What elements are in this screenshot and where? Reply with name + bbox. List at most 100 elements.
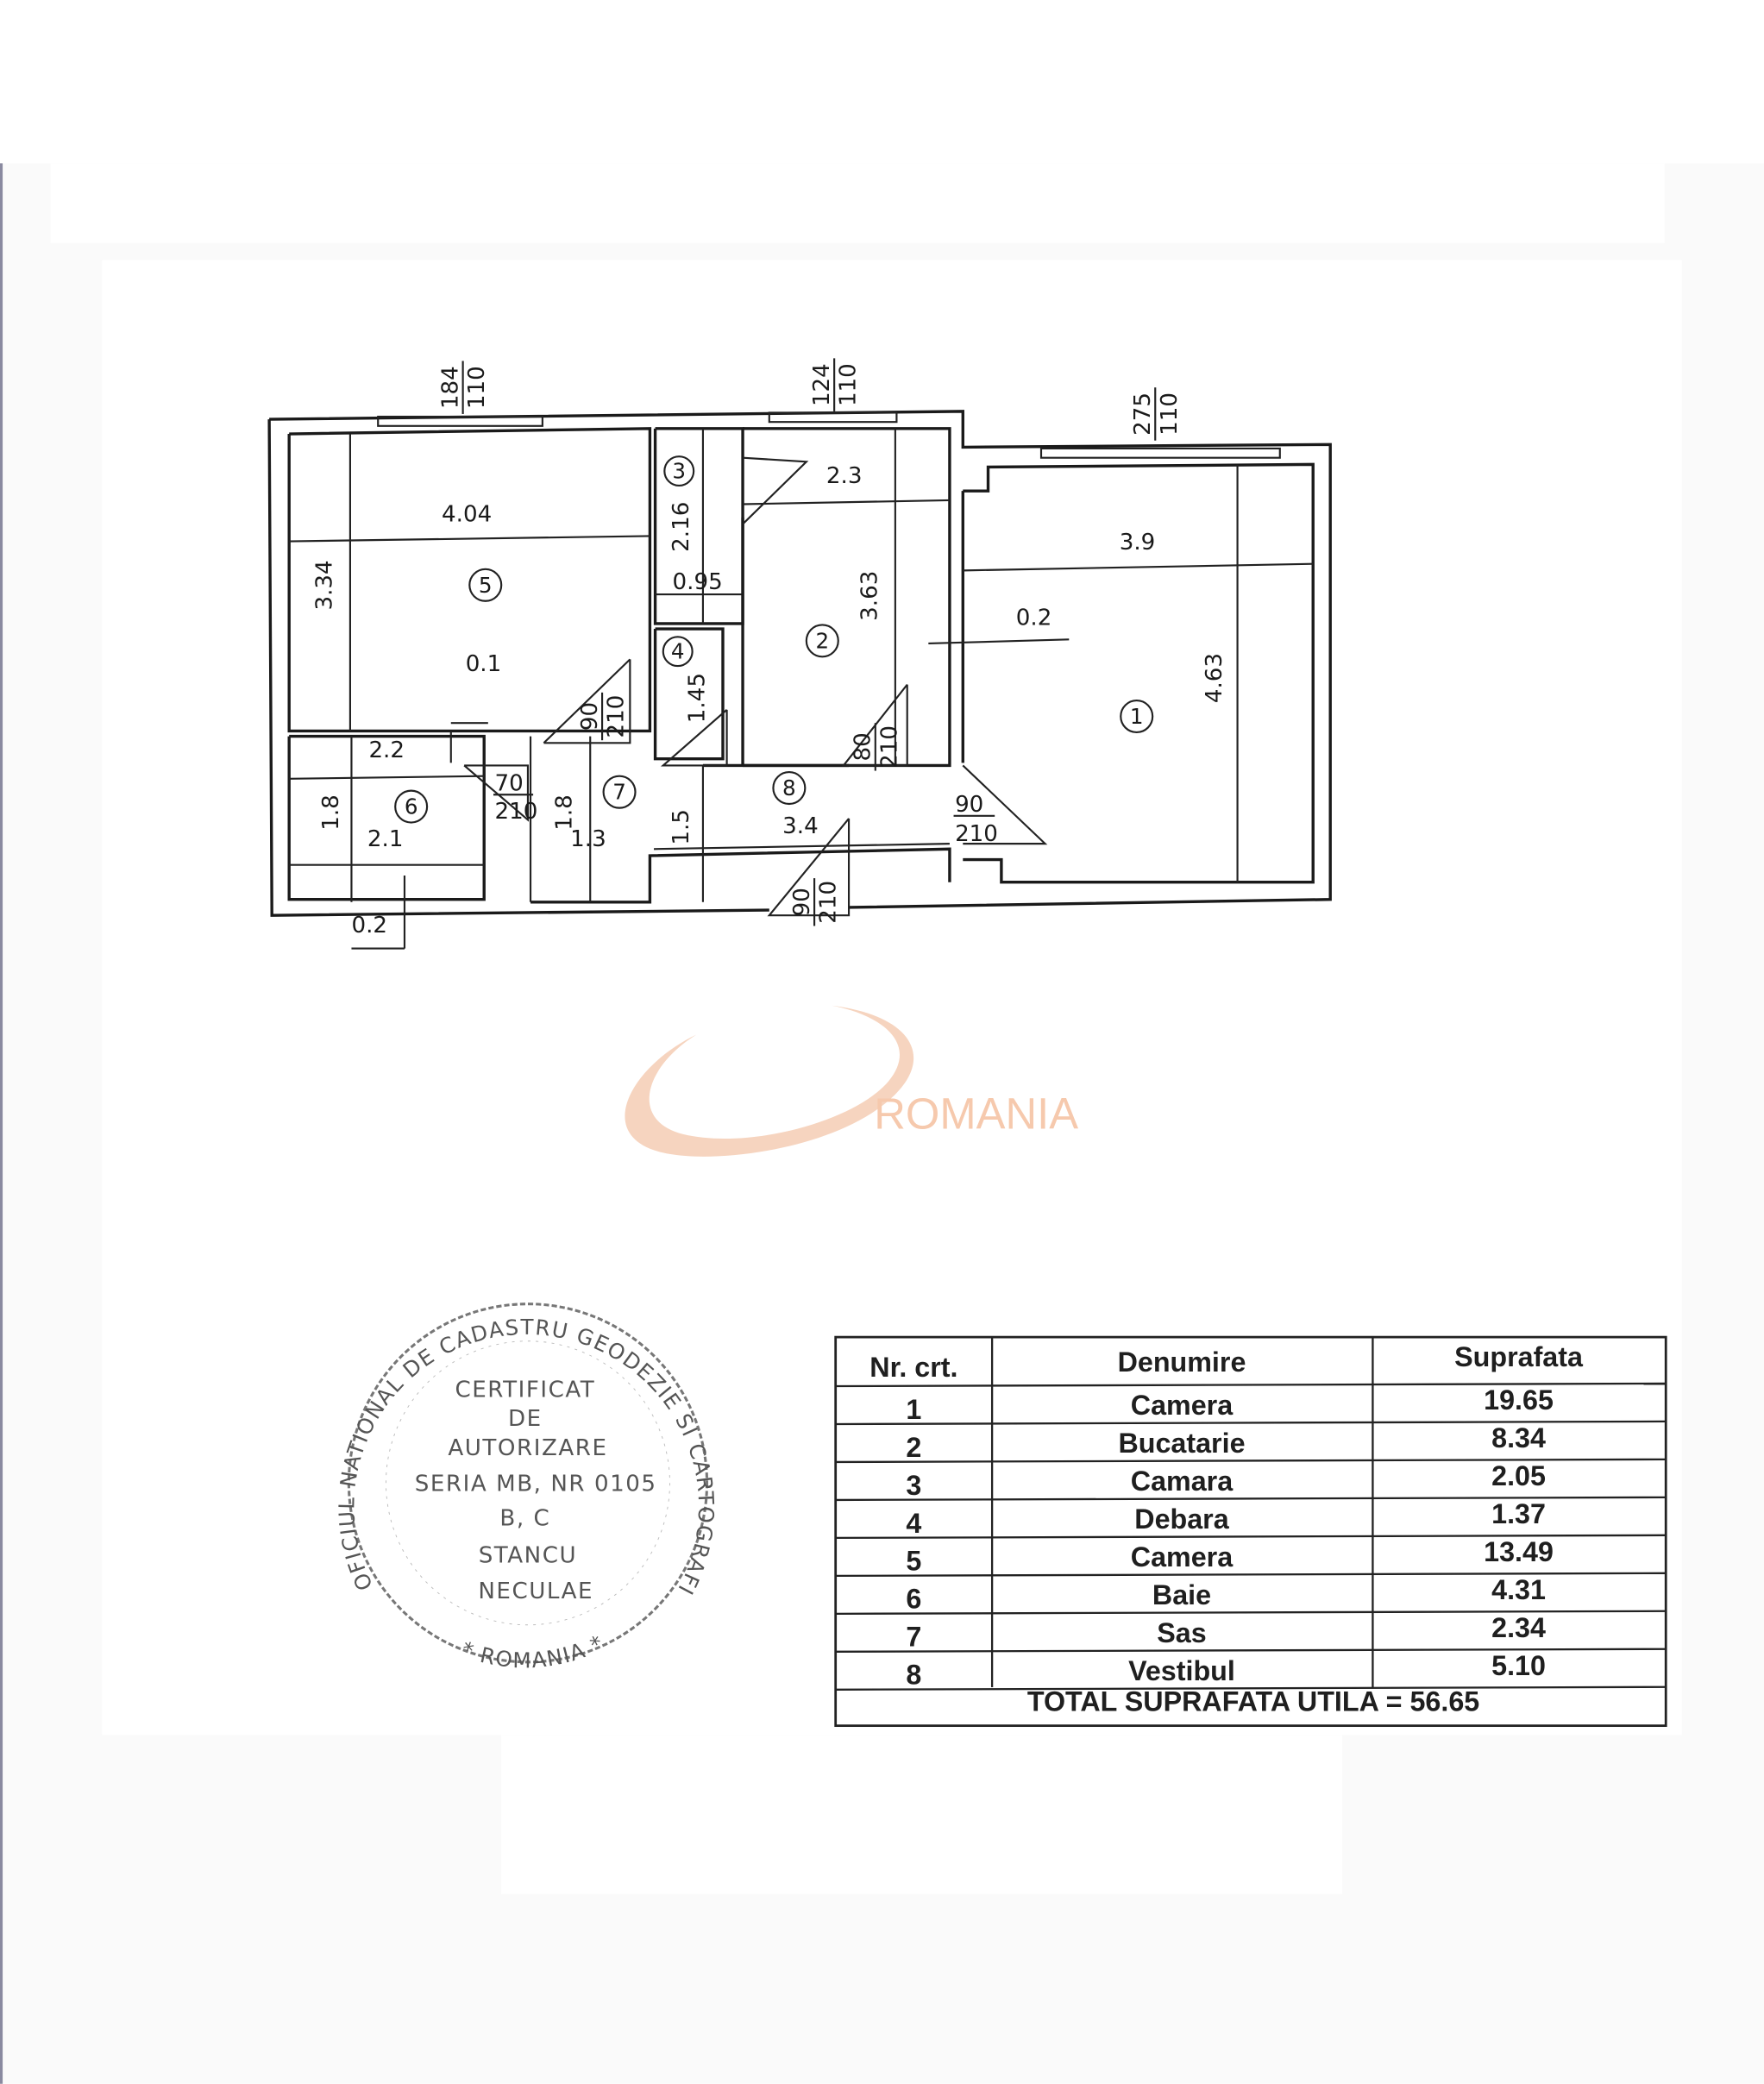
- table-row: 6 Baie 4.31: [906, 1574, 1546, 1615]
- svg-text:7: 7: [612, 780, 626, 805]
- table-row: 7 Sas 2.34: [906, 1612, 1546, 1653]
- table-cell-nr: 6: [906, 1584, 921, 1615]
- svg-text:1: 1: [1130, 704, 1144, 729]
- svg-text:210: 210: [816, 881, 842, 924]
- dim-r1-depth: 4.63: [1202, 653, 1227, 703]
- table-cell-area: 2.34: [1491, 1612, 1546, 1643]
- watermark-logo: ROMANIA: [625, 1005, 1078, 1157]
- svg-text:210: 210: [604, 695, 630, 738]
- svg-text:80: 80: [851, 732, 876, 761]
- scan-footer-strip: [501, 1735, 1343, 1894]
- table-row: 8 Vestibul 5.10: [906, 1650, 1546, 1691]
- door-label-1: 90 210: [577, 692, 630, 741]
- stamp-line-7: NECULAE: [478, 1579, 593, 1604]
- table-cell-area: 4.31: [1491, 1574, 1546, 1605]
- table-cell-nr: 4: [906, 1508, 921, 1539]
- dim-r5-offset: 0.1: [466, 651, 502, 677]
- svg-text:275: 275: [1130, 392, 1156, 436]
- dimension-lines: [289, 434, 1314, 950]
- room-number-7: 7: [602, 775, 637, 809]
- table-cell-name: Camera: [1131, 1541, 1234, 1572]
- table-cell-nr: 7: [906, 1622, 921, 1653]
- table-cell-name: Vestibul: [1128, 1655, 1235, 1686]
- svg-text:90: 90: [577, 702, 603, 731]
- svg-text:4: 4: [671, 639, 685, 664]
- scan-left-edge: [0, 163, 3, 2084]
- table-row: 3 Camara 2.05: [906, 1460, 1546, 1501]
- table-cell-area: 13.49: [1484, 1536, 1554, 1567]
- svg-text:110: 110: [464, 366, 490, 409]
- table-row-divider: [835, 1420, 1667, 1426]
- table-cell-area: 19.65: [1484, 1384, 1554, 1415]
- door-label-4: 90 210: [953, 792, 998, 847]
- dim-r3-width: 0.95: [673, 569, 723, 595]
- table-cell-name: Camara: [1131, 1466, 1234, 1497]
- window-label-1: 184 110: [437, 361, 490, 414]
- dim-r7-width: 1.3: [570, 826, 606, 852]
- table-cell-area: 1.37: [1491, 1498, 1546, 1529]
- dim-r4-depth: 1.45: [684, 673, 710, 723]
- table-cell-nr: 3: [906, 1470, 921, 1501]
- table-cell-nr: 2: [906, 1432, 921, 1463]
- table-cell-area: 2.05: [1491, 1460, 1546, 1491]
- table-cell-name: Baie: [1152, 1579, 1211, 1610]
- table-cell-name: Bucatarie: [1118, 1428, 1245, 1459]
- table-row-divider: [835, 1572, 1667, 1578]
- scan-header-strip: [50, 163, 1665, 243]
- svg-text:2: 2: [815, 628, 829, 653]
- table-header-nr: Nr. crt.: [869, 1352, 957, 1383]
- svg-text:8: 8: [782, 775, 796, 800]
- dim-r5-width: 4.04: [442, 501, 492, 527]
- stamp-line-3: AUTORIZARE: [448, 1435, 607, 1461]
- table-cell-nr: 8: [906, 1660, 921, 1691]
- table-cell-area: 5.10: [1491, 1650, 1546, 1681]
- table-row: 4 Debara 1.37: [906, 1498, 1546, 1539]
- window-label-2: 124 110: [809, 358, 862, 411]
- dim-r3-depth: 2.16: [669, 502, 694, 552]
- dim-r8-width: 3.4: [782, 813, 819, 839]
- room-number-5: 5: [468, 568, 503, 602]
- table-cell-name: Sas: [1157, 1617, 1206, 1648]
- dim-r7-depth: 1.8: [552, 794, 578, 831]
- doors: [463, 456, 1048, 917]
- table-row-divider: [835, 1496, 1667, 1502]
- stamp-line-5: B, C: [499, 1505, 550, 1531]
- room-number-1: 1: [1120, 699, 1154, 734]
- windows: [377, 411, 1281, 459]
- stamp-line-4: SERIA MB, NR 0105: [415, 1471, 657, 1497]
- window-label-3: 275 110: [1130, 387, 1183, 441]
- room-number-2: 2: [805, 624, 839, 658]
- svg-text:110: 110: [1157, 392, 1183, 436]
- table-row-divider: [835, 1534, 1667, 1540]
- svg-text:3: 3: [672, 459, 686, 484]
- svg-text:124: 124: [809, 363, 835, 406]
- svg-text:6: 6: [405, 794, 418, 819]
- table-total: TOTAL SUPRAFATA UTILA = 56.65: [1027, 1686, 1479, 1717]
- stamp-line-2: DE: [508, 1406, 543, 1432]
- svg-text:110: 110: [836, 363, 862, 406]
- table-header-name: Denumire: [1118, 1346, 1246, 1378]
- svg-text:5: 5: [479, 573, 493, 598]
- dim-r5-depth: 3.34: [311, 560, 337, 610]
- table-row-divider: [835, 1382, 1667, 1388]
- table-cell-area: 8.34: [1491, 1422, 1546, 1453]
- stamp-line-1: CERTIFICAT: [455, 1377, 595, 1403]
- dim-r6-depth: 1.8: [318, 794, 344, 831]
- svg-text:70: 70: [495, 771, 524, 797]
- svg-text:210: 210: [876, 725, 902, 769]
- dim-r6-width: 2.1: [367, 826, 404, 852]
- table-row-divider: [835, 1648, 1667, 1653]
- svg-text:90: 90: [955, 792, 983, 818]
- dim-wall-offset: 0.2: [351, 913, 387, 938]
- door-label-5: 90 210: [789, 878, 842, 926]
- dim-r2-depth: 3.63: [857, 571, 882, 621]
- room-number-8: 8: [772, 771, 807, 806]
- table-cell-name: Debara: [1134, 1503, 1229, 1535]
- watermark-text: ROMANIA: [874, 1089, 1078, 1139]
- table-row-divider: [835, 1610, 1667, 1616]
- table-row-divider: [835, 1458, 1667, 1464]
- svg-text:184: 184: [437, 366, 463, 409]
